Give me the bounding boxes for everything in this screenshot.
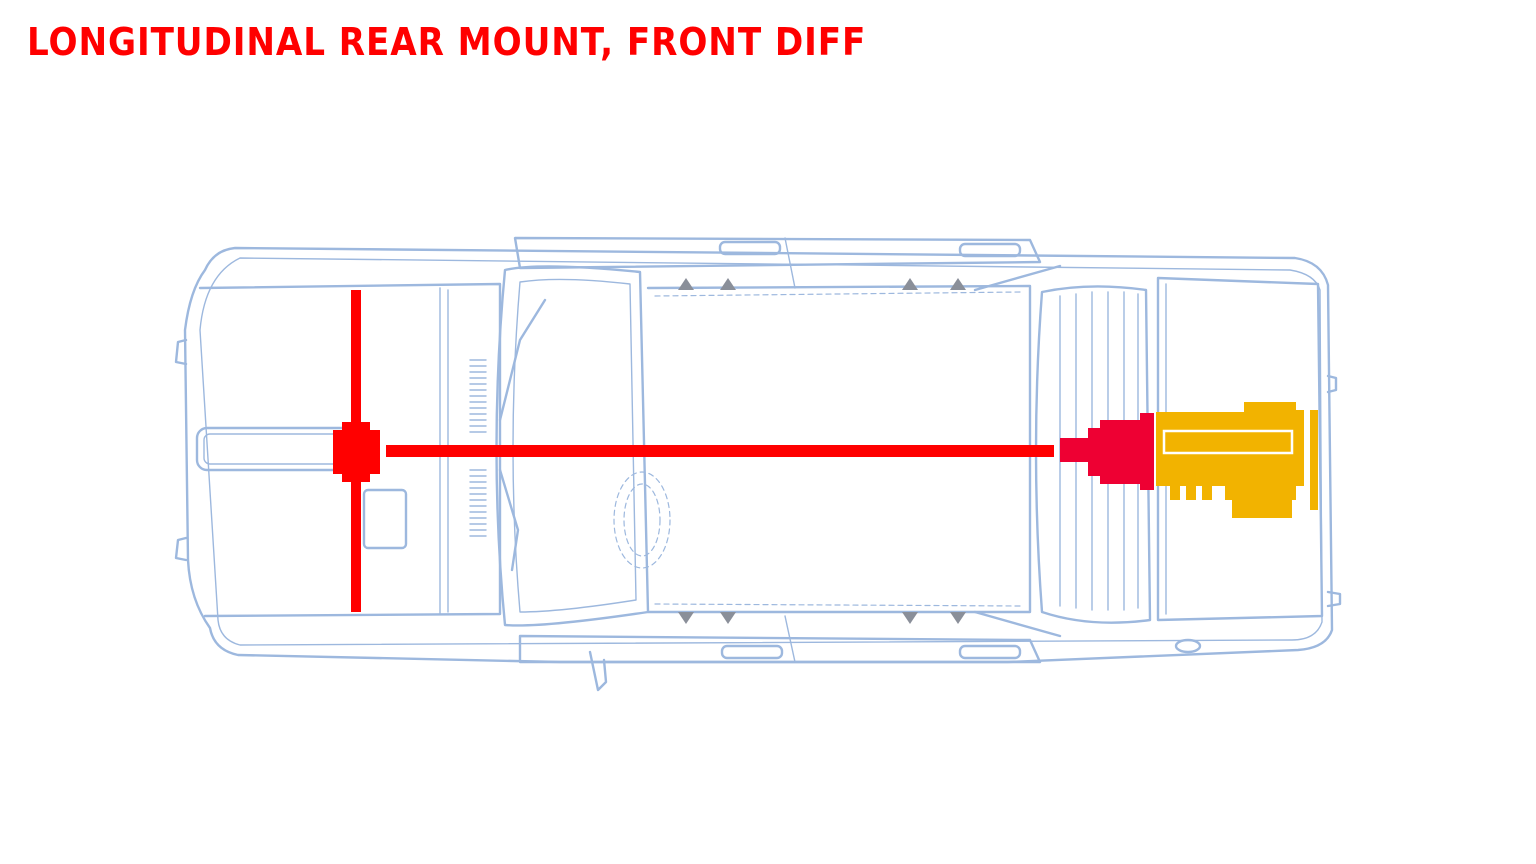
door-top — [513, 236, 1042, 270]
door-bottom — [518, 634, 1042, 664]
car-body-outline — [183, 246, 1334, 664]
wiper-bottom — [498, 468, 520, 572]
seat-marker — [678, 612, 694, 624]
roof-dashed-line — [654, 291, 1021, 297]
front-bumper-tab-top — [174, 338, 188, 366]
seat-markers — [678, 278, 966, 624]
transaxle-icon — [1060, 413, 1154, 490]
door-handle-2 — [958, 242, 1022, 258]
steering-wheel — [613, 471, 671, 569]
rear-bumper-tab-bottom — [1326, 590, 1342, 608]
seat-marker — [902, 278, 918, 290]
engine-block — [1156, 402, 1304, 518]
front-differential-icon — [333, 422, 380, 482]
diagram-title: LONGITUDINAL REAR MOUNT, FRONT DIFF — [27, 20, 867, 64]
engine-lid — [1156, 276, 1324, 622]
engine-cylinder-head — [1162, 429, 1294, 455]
pillar-vent-top — [973, 264, 1062, 292]
engine-manifold-2 — [1186, 486, 1196, 500]
drivetrain — [333, 290, 1318, 612]
fuel-cap — [1174, 638, 1202, 654]
engine-pulley — [1310, 410, 1318, 510]
hood-vent — [469, 359, 487, 537]
roof-dashed-line-2 — [654, 603, 1021, 607]
driveshaft — [386, 445, 1054, 457]
seat-marker — [720, 278, 736, 290]
front-bumper-tab-bottom — [174, 536, 188, 562]
door-handle-4 — [958, 644, 1022, 660]
side-mirror — [588, 650, 608, 692]
windshield-inner — [512, 278, 637, 613]
wiper-top — [498, 298, 547, 422]
seat-marker — [950, 612, 966, 624]
seat-marker — [720, 612, 736, 624]
door-handle-3 — [720, 644, 784, 660]
rear-window — [1034, 285, 1152, 624]
engine-manifold-3 — [1202, 486, 1212, 500]
engine-block-icon — [1156, 402, 1318, 518]
body-inner-line — [199, 257, 1323, 646]
seat-marker — [902, 612, 918, 624]
engine-manifold-1 — [1170, 486, 1180, 500]
door-top-split — [784, 237, 796, 289]
seat-marker — [950, 278, 966, 290]
pillar-vent-bottom — [973, 610, 1062, 638]
door-handle-1 — [718, 240, 782, 256]
door-bottom-split — [784, 615, 796, 663]
steering-wheel-inner — [623, 483, 661, 557]
rear-bumper-tab-top — [1326, 374, 1338, 394]
hood-panel-box — [362, 488, 408, 550]
seat-marker — [678, 278, 694, 290]
